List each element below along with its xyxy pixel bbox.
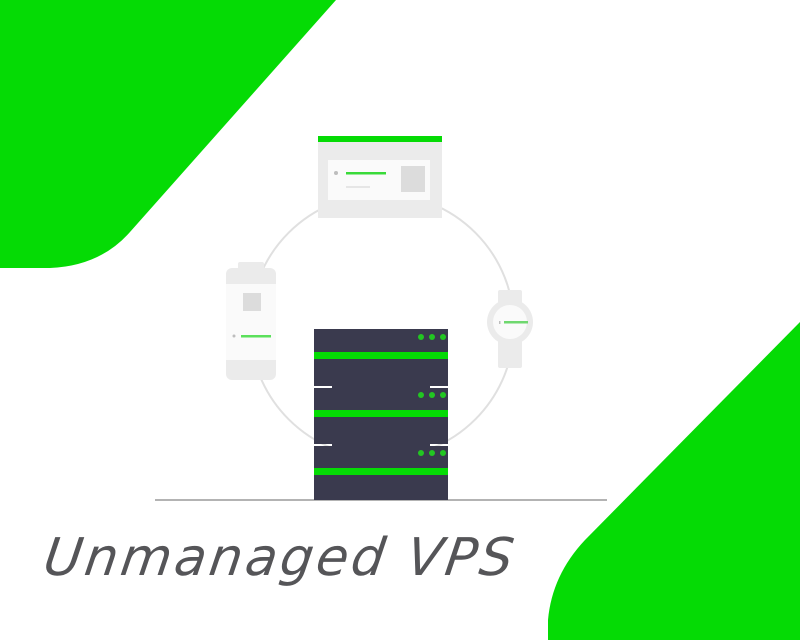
browser-window-icon [318,136,442,218]
server-unit-2 [314,388,448,444]
server-unit-1 [314,329,448,386]
server-rack-icon [314,329,448,500]
page-title: Unmanaged VPS [40,528,521,588]
smartphone-icon [226,262,276,380]
server-unit-3 [314,446,448,500]
smartwatch-icon [487,290,533,368]
